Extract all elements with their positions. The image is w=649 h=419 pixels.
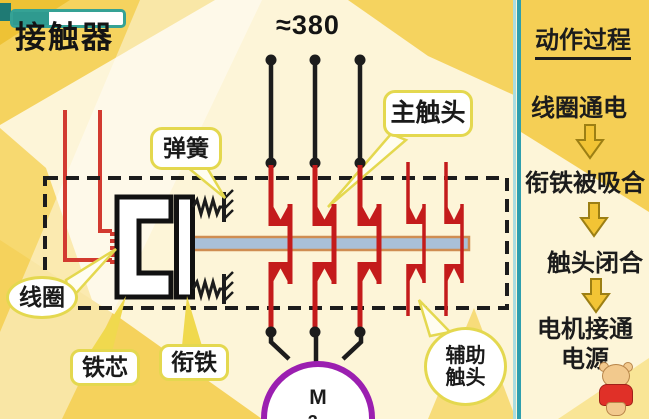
aux-contact-callout-text: 辅助触头 bbox=[445, 344, 486, 389]
motor-phase: 3~ bbox=[308, 412, 329, 419]
panel-separator-light bbox=[513, 0, 516, 419]
down-arrow-icon bbox=[579, 202, 609, 238]
mascot-watermark bbox=[595, 362, 635, 418]
spring-bottom bbox=[191, 270, 235, 306]
spring-callout: 弹簧 bbox=[150, 127, 222, 170]
page-title: 接触器 bbox=[15, 20, 114, 55]
process-step-contacts-close: 触头闭合 bbox=[547, 250, 643, 277]
panel-separator bbox=[517, 0, 521, 419]
armature-shape bbox=[174, 194, 195, 300]
aux-contact-callout: 辅助触头 bbox=[424, 327, 507, 406]
mascot-belly bbox=[606, 402, 626, 416]
process-step-coil-energized: 线圈通电 bbox=[531, 95, 627, 122]
supply-voltage-label: ≈380 bbox=[276, 10, 340, 40]
armature-callout: 衔铁 bbox=[159, 344, 229, 381]
insulating-crossbar bbox=[191, 235, 471, 252]
motor-wires bbox=[268, 332, 364, 363]
motor-letter: M bbox=[309, 386, 327, 409]
coil-callout: 线圈 bbox=[6, 276, 78, 319]
process-heading: 动作过程 bbox=[535, 20, 631, 60]
main-contacts bbox=[266, 55, 380, 338]
action-process-panel: 动作过程 线圈通电 衔铁被吸合 触头闭合 电机接通电源 bbox=[521, 0, 649, 419]
iron-core-callout: 铁芯 bbox=[70, 349, 140, 386]
motor-symbol: M 3~ bbox=[261, 361, 375, 419]
down-arrow-icon bbox=[581, 278, 611, 314]
main-contact-callout: 主触头 bbox=[383, 90, 473, 137]
down-arrow-icon bbox=[575, 124, 605, 160]
iron-core-shape bbox=[114, 194, 174, 300]
spring-top bbox=[191, 188, 235, 224]
process-step-armature-attracted: 衔铁被吸合 bbox=[525, 170, 645, 197]
